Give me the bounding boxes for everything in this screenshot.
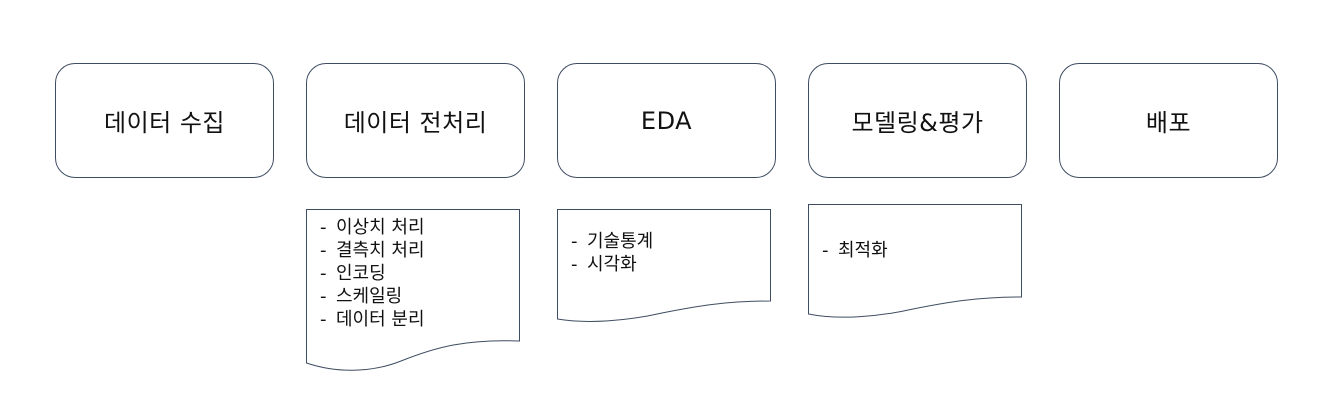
step-label: 데이터 전처리 [343,109,488,137]
list-item: 최적화 [822,239,888,262]
step-label: EDA [640,106,693,135]
note-preprocessing: 이상치 처리 결측치 처리 인코딩 스케일링 데이터 분리 [306,209,520,374]
step-deployment: 배포 [1059,63,1278,178]
document-shape [808,204,1022,318]
step-label: 배포 [1145,109,1192,137]
step-data-preprocessing: 데이터 전처리 [306,63,525,178]
note-list: 이상치 처리 결측치 처리 인코딩 스케일링 데이터 분리 [320,216,425,331]
list-item: 기술통계 [571,230,653,253]
note-list: 최적화 [822,239,888,262]
list-item: 데이터 분리 [320,308,425,331]
list-item: 인코딩 [320,262,425,285]
step-eda: EDA [557,63,776,178]
list-item: 스케일링 [320,285,425,308]
list-item: 시각화 [571,253,653,276]
step-label: 데이터 수집 [103,109,226,137]
step-modeling-evaluation: 모델링&평가 [808,63,1027,178]
list-item: 이상치 처리 [320,216,425,239]
note-eda: 기술통계 시각화 [557,209,771,326]
note-modeling: 최적화 [808,204,1022,322]
step-label: 모델링&평가 [851,109,984,137]
list-item: 결측치 처리 [320,239,425,262]
note-list: 기술통계 시각화 [571,230,653,276]
step-data-collection: 데이터 수집 [55,63,274,178]
